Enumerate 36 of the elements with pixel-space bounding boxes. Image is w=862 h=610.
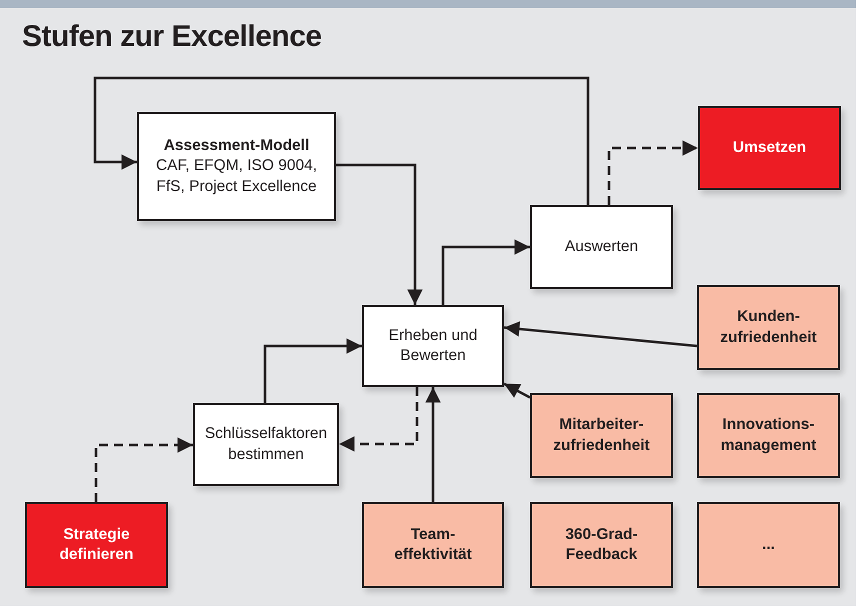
dashed-arrow — [94, 437, 193, 502]
action-box — [698, 106, 841, 190]
factor-box — [697, 393, 840, 478]
arrow — [94, 76, 590, 205]
factor-box — [362, 502, 504, 588]
arrow — [504, 321, 698, 348]
dashed-arrow — [339, 387, 418, 452]
box-label: Innovations- management — [720, 415, 818, 456]
box-heading: Assessment-Modell — [164, 136, 310, 156]
diagram-title: Stufen zur Excellence — [22, 20, 322, 54]
box-label: Schlüsselfaktoren bestimmen — [204, 424, 328, 464]
process-box — [137, 112, 336, 221]
arrow — [336, 164, 423, 305]
box-label: ... — [762, 534, 775, 555]
dashed-arrow — [608, 140, 698, 205]
factor-box — [697, 285, 840, 370]
process-box — [193, 403, 339, 486]
process-box — [362, 305, 504, 387]
box-label: CAF, EFQM, ISO 9004, FfS, Project Excellence — [154, 156, 318, 197]
arrow — [503, 382, 531, 399]
box-label: Mitarbeiter- zufriedenheit — [552, 415, 651, 456]
box-label: Strategie definieren — [58, 524, 135, 565]
arrow — [442, 239, 530, 305]
process-box — [530, 205, 673, 289]
box-label: Team- effektivität — [393, 524, 473, 565]
factor-box — [530, 502, 673, 588]
box-label: Kunden- zufriedenheit — [719, 307, 818, 348]
box-label: Auswerten — [564, 236, 638, 257]
arrow — [264, 338, 362, 403]
factor-box — [697, 502, 840, 588]
factor-box — [530, 393, 673, 478]
box-label: Umsetzen — [732, 138, 806, 158]
box-label: Erheben und Bewerten — [388, 326, 478, 366]
arrow — [425, 387, 441, 502]
action-box — [25, 502, 168, 588]
box-label: 360-Grad- Feedback — [564, 524, 639, 565]
